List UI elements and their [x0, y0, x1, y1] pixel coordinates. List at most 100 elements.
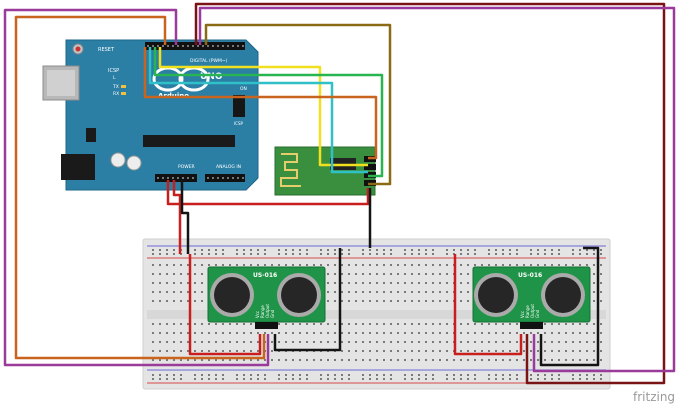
breadboard-hole [334, 282, 336, 284]
breadboard-hole [467, 350, 469, 352]
breadboard-hole [327, 300, 329, 302]
breadboard-rail-hole [516, 378, 518, 380]
breadboard-rail-hole [334, 374, 336, 376]
digital-pin [217, 45, 219, 47]
breadboard-hole [376, 359, 378, 361]
breadboard-hole [600, 332, 602, 334]
breadboard-hole [299, 264, 301, 266]
breadboard-hole [194, 273, 196, 275]
breadboard-rail-hole [551, 253, 553, 255]
digital-pin [242, 45, 244, 47]
breadboard-hole [509, 350, 511, 352]
breadboard-hole [173, 350, 175, 352]
breadboard-rail-hole [215, 378, 217, 380]
breadboard-rail-hole [453, 374, 455, 376]
breadboard-hole [390, 300, 392, 302]
breadboard-hole [481, 264, 483, 266]
breadboard-rail-hole [348, 378, 350, 380]
rx-led [121, 92, 126, 95]
breadboard-hole [313, 341, 315, 343]
breadboard-hole [362, 341, 364, 343]
breadboard-hole [593, 300, 595, 302]
wire-black-gnd-rail [180, 180, 190, 254]
breadboard-rail-hole [432, 253, 434, 255]
breadboard-hole [446, 264, 448, 266]
power-pin [192, 177, 194, 179]
breadboard-hole [418, 359, 420, 361]
power-header [155, 174, 197, 182]
usb-connector-inner [47, 70, 75, 96]
breadboard-rail-hole [593, 374, 595, 376]
wire-red-5v-rail [172, 180, 182, 254]
breadboard-hole [152, 323, 154, 325]
breadboard-hole [215, 264, 217, 266]
capacitor-right [126, 155, 142, 171]
power-pin [157, 177, 159, 179]
breadboard-rail-hole [516, 249, 518, 251]
breadboard-rail-hole [208, 374, 210, 376]
breadboard-rail-hole [502, 249, 504, 251]
breadboard-hole [425, 282, 427, 284]
digital-pin [182, 45, 184, 47]
breadboard-rail-hole [369, 249, 371, 251]
breadboard-hole [320, 341, 322, 343]
breadboard-hole [313, 359, 315, 361]
breadboard-hole [551, 264, 553, 266]
breadboard-rail-hole [586, 378, 588, 380]
breadboard-hole [453, 359, 455, 361]
breadboard-hole [327, 264, 329, 266]
breadboard-hole [481, 341, 483, 343]
us016-pin-label-2-output: Output [530, 304, 535, 318]
breadboard-hole [551, 350, 553, 352]
digital-pin [157, 45, 159, 47]
breadboard-rail-hole [278, 378, 280, 380]
breadboard-rail-hole [474, 378, 476, 380]
breadboard-rail-hole [152, 374, 154, 376]
breadboard-hole [474, 323, 476, 325]
breadboard-rail-hole [320, 378, 322, 380]
breadboard-rail-hole [152, 253, 154, 255]
breadboard-hole [600, 323, 602, 325]
breadboard-rail-hole [173, 374, 175, 376]
breadboard-hole [166, 332, 168, 334]
breadboard-rail-hole [173, 253, 175, 255]
breadboard-rail-hole [334, 378, 336, 380]
breadboard-rail-hole [509, 378, 511, 380]
us016-transducer-left-1 [214, 277, 250, 313]
breadboard-hole [530, 350, 532, 352]
dc-jack [61, 154, 95, 180]
breadboard-hole [600, 300, 602, 302]
breadboard-hole [488, 323, 490, 325]
breadboard-hole [418, 282, 420, 284]
breadboard-hole [502, 323, 504, 325]
breadboard-hole [271, 264, 273, 266]
breadboard-hole [376, 273, 378, 275]
breadboard-hole [285, 341, 287, 343]
breadboard-hole [467, 332, 469, 334]
breadboard-hole [439, 341, 441, 343]
breadboard-rail-hole [243, 378, 245, 380]
breadboard-rail-hole [285, 374, 287, 376]
icsp2-header [233, 95, 245, 117]
breadboard-hole [278, 332, 280, 334]
breadboard-hole [243, 359, 245, 361]
breadboard-hole [383, 323, 385, 325]
breadboard-hole [355, 332, 357, 334]
breadboard-hole [390, 350, 392, 352]
breadboard-hole [481, 359, 483, 361]
breadboard-hole [565, 264, 567, 266]
rf-pin-left [364, 156, 370, 162]
breadboard-hole [558, 341, 560, 343]
breadboard-hole [355, 341, 357, 343]
breadboard-hole [432, 300, 434, 302]
breadboard-hole [467, 359, 469, 361]
breadboard-hole [481, 323, 483, 325]
breadboard-rail-hole [306, 378, 308, 380]
breadboard-hole [327, 282, 329, 284]
breadboard-hole [558, 264, 560, 266]
us016-sensor-1: US-016 Vcc Range Output Gnd [207, 266, 326, 329]
breadboard-hole [551, 332, 553, 334]
breadboard-hole [544, 264, 546, 266]
breadboard-hole [467, 282, 469, 284]
atmega-chip [143, 135, 235, 147]
